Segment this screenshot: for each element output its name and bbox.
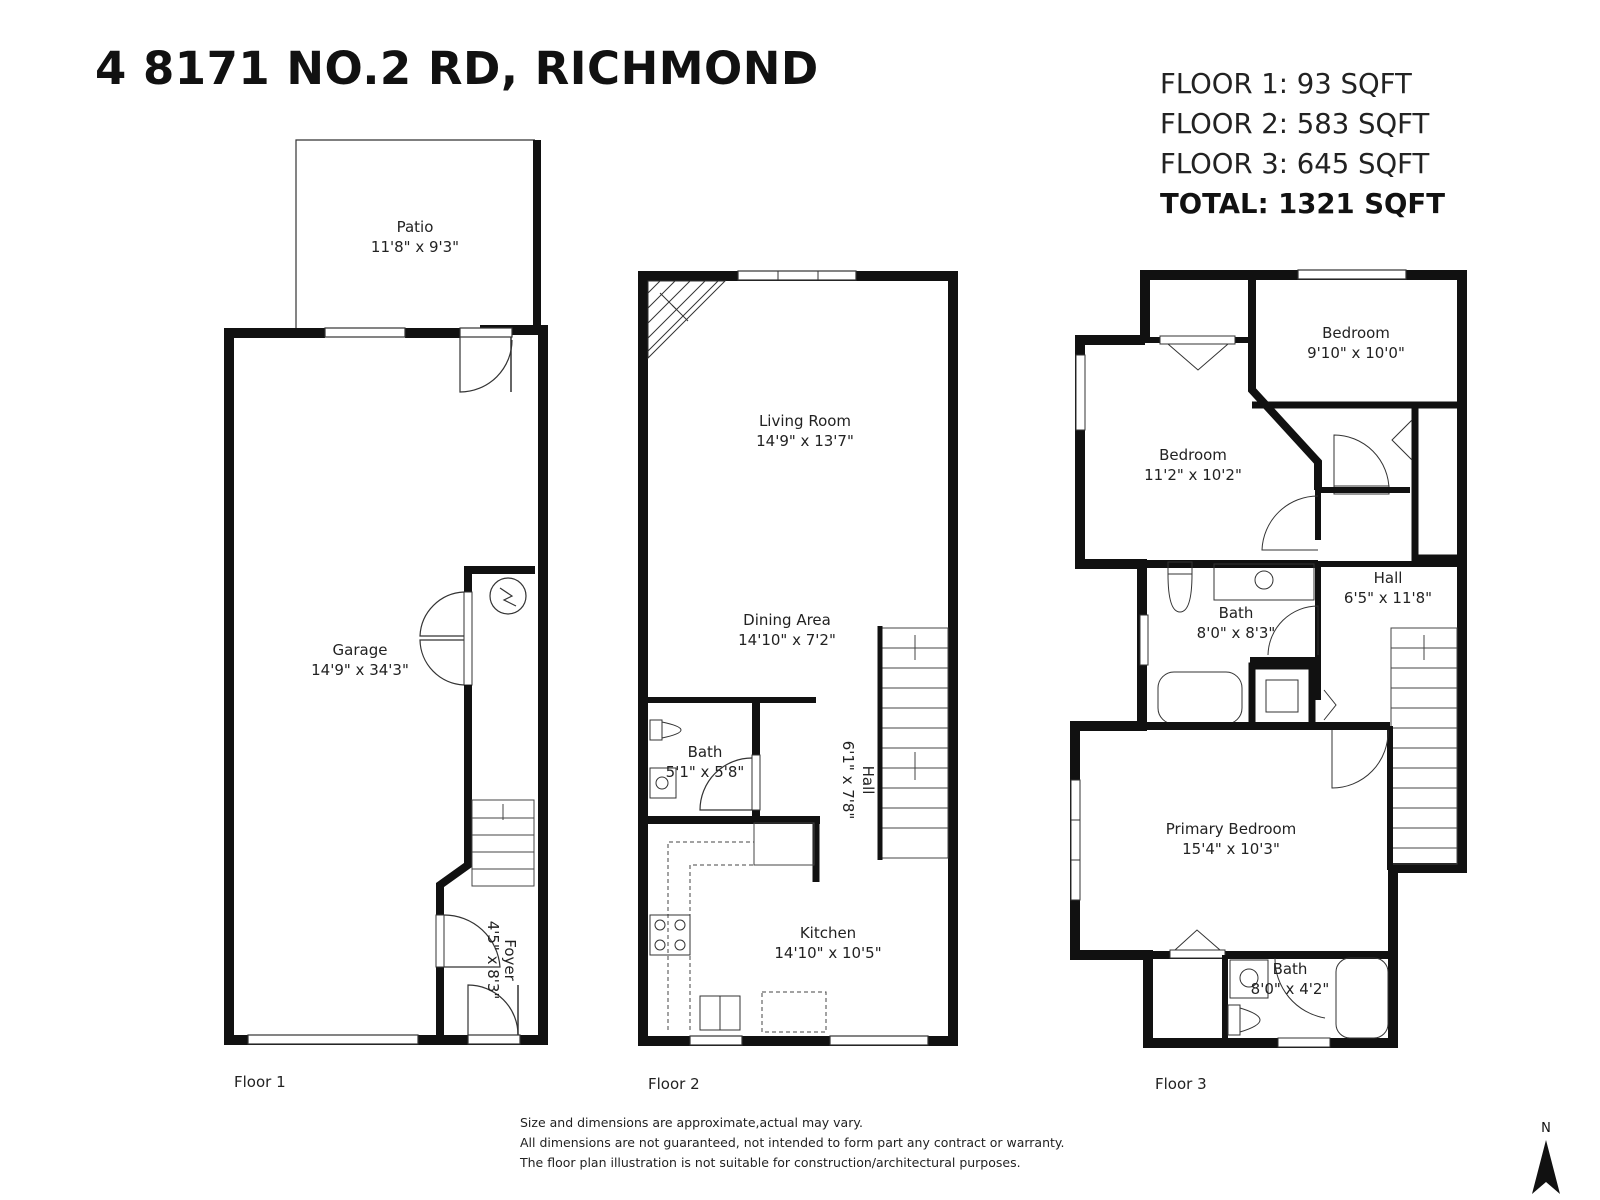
floor1-area: FLOOR 1: 93 SQFT bbox=[1160, 68, 1412, 100]
room-dims-ensuite-bath: 8'0" x 4'2" bbox=[1251, 980, 1330, 998]
floor3-area: FLOOR 3: 645 SQFT bbox=[1160, 148, 1430, 180]
compass-label: N bbox=[1541, 1121, 1551, 1136]
disclaimer-line-3: The floor plan illustration is not suita… bbox=[520, 1155, 1021, 1170]
floor3-label: Floor 3 bbox=[1155, 1075, 1207, 1093]
floor1-label: Floor 1 bbox=[234, 1073, 286, 1091]
room-name-dining-area: Dining Area bbox=[743, 611, 831, 629]
floor-3-plan: Bedroom 9'10" x 10'0" Bedroom 11'2" x 10… bbox=[1070, 269, 1467, 1093]
room-name-foyer: Foyer bbox=[501, 939, 519, 981]
floor-1-plan: Patio 11'8" x 9'3" Garage 14'9" x 34'3" … bbox=[224, 139, 548, 1091]
kitchen-counters bbox=[667, 841, 754, 1030]
fireplace bbox=[647, 280, 727, 360]
garage-window bbox=[324, 327, 406, 338]
bedroom-divider-wall bbox=[1248, 275, 1322, 490]
room-name-floor3-bath: Bath bbox=[1219, 604, 1254, 622]
room-name-primary-bedroom: Primary Bedroom bbox=[1166, 820, 1297, 838]
utility-double-door bbox=[419, 591, 465, 686]
room-name-bedroom-right: Bedroom bbox=[1322, 324, 1390, 342]
room-dims-primary-bedroom: 15'4" x 10'3" bbox=[1182, 840, 1280, 858]
room-name-floor2-hall: Hall bbox=[859, 766, 877, 795]
disclaimer-line-1: Size and dimensions are approximate,actu… bbox=[520, 1115, 863, 1130]
room-dims-bedroom-left: 11'2" x 10'2" bbox=[1144, 466, 1242, 484]
room-dims-living-room: 14'9" x 13'7" bbox=[756, 432, 854, 450]
floor2-toilet bbox=[649, 719, 663, 741]
area-summary: FLOOR 1: 93 SQFT FLOOR 2: 583 SQFT FLOOR… bbox=[1160, 64, 1445, 224]
floor3-bath-fixtures bbox=[1157, 561, 1315, 725]
room-dims-garage: 14'9" x 34'3" bbox=[311, 661, 409, 679]
floor2-area: FLOOR 2: 583 SQFT bbox=[1160, 108, 1430, 140]
room-name-garage: Garage bbox=[333, 641, 388, 659]
floor3-stairs bbox=[1390, 627, 1458, 865]
kitchen-sink bbox=[699, 995, 741, 1031]
floor3-ensuite-fixtures bbox=[1227, 957, 1389, 1039]
kitchen-fridge bbox=[761, 991, 827, 1033]
foyer-wall bbox=[436, 685, 472, 1040]
room-dims-floor2-hall: 6'1" x 7'8" bbox=[839, 741, 857, 820]
room-name-patio: Patio bbox=[397, 218, 434, 236]
room-dims-dining-area: 14'10" x 7'2" bbox=[738, 631, 836, 649]
room-dims-foyer: 4'5" x 8'3" bbox=[484, 921, 502, 1000]
room-name-floor2-bath: Bath bbox=[688, 743, 723, 761]
patio-door-frame bbox=[459, 327, 513, 338]
floor2-sink bbox=[649, 767, 677, 799]
room-name-ensuite-bath: Bath bbox=[1273, 960, 1308, 978]
room-name-floor3-hall: Hall bbox=[1374, 569, 1403, 587]
stair-block-doorway bbox=[463, 591, 473, 686]
property-address: 4 8171 NO.2 RD, RICHMOND bbox=[95, 42, 819, 95]
kitchen-stove bbox=[649, 914, 691, 956]
patio-door-swing bbox=[459, 337, 513, 393]
north-arrow-icon: N bbox=[1532, 1121, 1560, 1194]
room-dims-floor3-bath: 8'0" x 8'3" bbox=[1197, 624, 1276, 642]
room-dims-patio: 11'8" x 9'3" bbox=[371, 238, 459, 256]
garage-door bbox=[247, 1034, 419, 1045]
floor2-stairs bbox=[881, 627, 949, 859]
disclaimer: Size and dimensions are approximate,actu… bbox=[520, 1113, 1065, 1173]
water-heater bbox=[489, 577, 527, 615]
room-dims-floor2-bath: 5'1" x 5'8" bbox=[666, 763, 745, 781]
room-name-bedroom-left: Bedroom bbox=[1159, 446, 1227, 464]
room-dims-bedroom-right: 9'10" x 10'0" bbox=[1307, 344, 1405, 362]
patio-outline bbox=[295, 139, 535, 330]
room-name-living-room: Living Room bbox=[759, 412, 851, 430]
room-dims-kitchen: 14'10" x 10'5" bbox=[774, 944, 881, 962]
floor2-label: Floor 2 bbox=[648, 1075, 700, 1093]
room-name-kitchen: Kitchen bbox=[800, 924, 856, 942]
stair-block-wall bbox=[464, 566, 535, 685]
total-area: TOTAL: 1321 SQFT bbox=[1160, 188, 1445, 220]
room-dims-floor3-hall: 6'5" x 11'8" bbox=[1344, 589, 1432, 607]
floor-2-plan: Living Room 14'9" x 13'7" Dining Area 14… bbox=[638, 270, 958, 1093]
disclaimer-line-2: All dimensions are not guaranteed, not i… bbox=[520, 1135, 1065, 1150]
foyer-door-swing bbox=[443, 914, 501, 968]
floor1-stairs bbox=[471, 799, 535, 887]
kitchen-cabinet bbox=[753, 822, 815, 866]
